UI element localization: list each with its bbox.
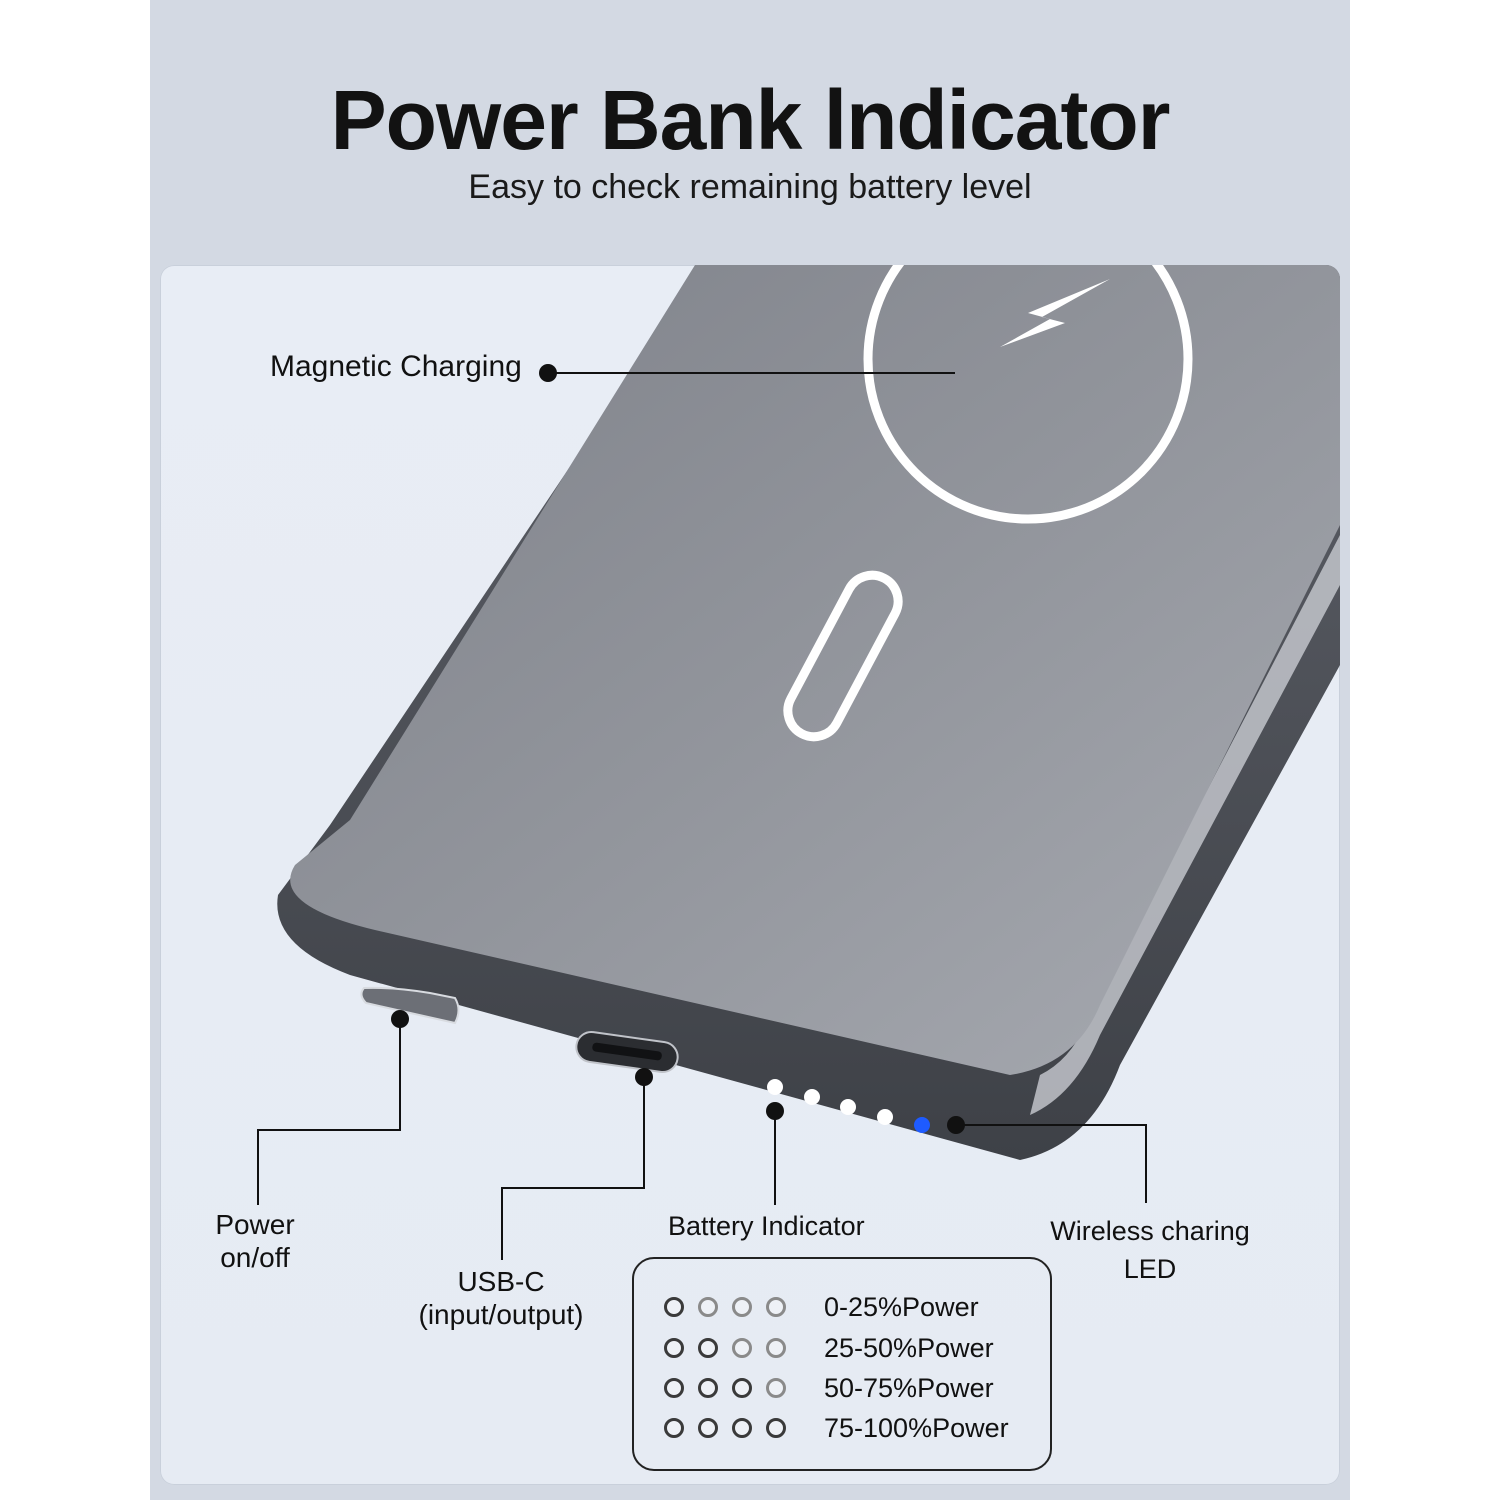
product-image-panel xyxy=(160,265,1340,1485)
legend-dot-icon xyxy=(732,1338,752,1358)
legend-dot-icon xyxy=(766,1338,786,1358)
battery-led xyxy=(767,1079,783,1095)
legend-row: 0-25%Power xyxy=(664,1291,979,1323)
legend-dot-icon xyxy=(664,1418,684,1438)
magnetic-ring xyxy=(863,265,1193,524)
magnetic-charging-label: Magnetic Charging xyxy=(270,350,522,383)
battery-legend: 0-25%Power 25-50%Power 50-75%Power 75-10… xyxy=(632,1257,1052,1471)
legend-dot-icon xyxy=(664,1338,684,1358)
legend-dot-icon xyxy=(732,1418,752,1438)
power-label-line2: on/off xyxy=(220,1242,290,1273)
wireless-led-label: Wireless charing LED xyxy=(1030,1212,1270,1288)
legend-dot-icon xyxy=(698,1418,718,1438)
power-bank-illustration xyxy=(257,265,1340,1260)
usbc-label-line1: USB-C xyxy=(457,1266,545,1297)
legend-dot-icon xyxy=(664,1297,684,1317)
legend-dot-icon xyxy=(664,1378,684,1398)
power-button xyxy=(360,986,460,1025)
power-button-label: Power on/off xyxy=(205,1208,305,1274)
legend-label: 50-75%Power xyxy=(824,1372,994,1403)
capsule-indicator xyxy=(783,570,903,742)
legend-label: 25-50%Power xyxy=(824,1332,994,1363)
wireless-label-line1: Wireless charing xyxy=(1050,1216,1250,1246)
legend-label: 75-100%Power xyxy=(824,1412,1009,1443)
legend-dot-icon xyxy=(698,1378,718,1398)
legend-row: 75-100%Power xyxy=(664,1412,1009,1444)
legend-dot-icon xyxy=(766,1297,786,1317)
page-subtitle: Easy to check remaining battery level xyxy=(468,168,1032,206)
device-top-face xyxy=(290,265,1340,1075)
usbc-label-line2: (input/output) xyxy=(418,1299,584,1330)
power-label-line1: Power xyxy=(215,1209,295,1240)
legend-row: 50-75%Power xyxy=(664,1372,994,1404)
page-title: Power Bank lndicator xyxy=(330,73,1171,167)
legend-row: 25-50%Power xyxy=(664,1332,994,1364)
battery-indicator-label: Battery Indicator xyxy=(668,1211,865,1241)
usb-c-label: USB-C (input/output) xyxy=(390,1265,612,1331)
wireless-label-line2: LED xyxy=(1123,1254,1177,1284)
legend-dot-icon xyxy=(698,1297,718,1317)
legend-dot-icon xyxy=(732,1297,752,1317)
legend-dot-icon xyxy=(766,1378,786,1398)
battery-led xyxy=(840,1099,856,1115)
battery-led xyxy=(804,1089,820,1105)
battery-led xyxy=(877,1109,893,1125)
legend-dot-icon xyxy=(732,1378,752,1398)
legend-label: 0-25%Power xyxy=(824,1291,979,1322)
legend-dot-icon xyxy=(766,1418,786,1438)
legend-dot-icon xyxy=(698,1338,718,1358)
wireless-led xyxy=(914,1117,930,1133)
